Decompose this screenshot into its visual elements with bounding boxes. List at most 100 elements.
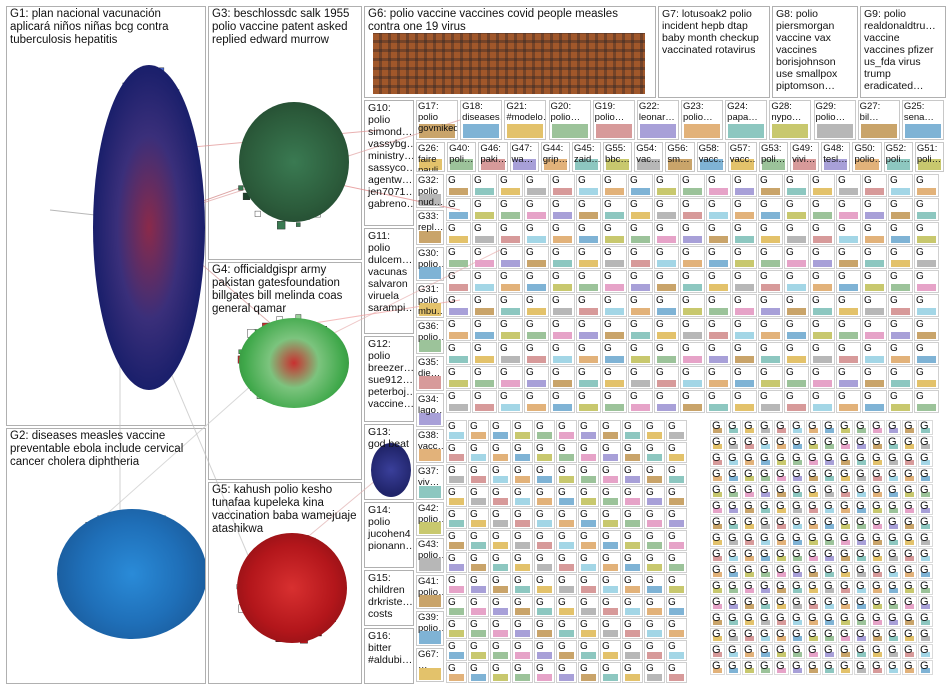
tiny-group-cell: G: [790, 484, 805, 499]
tiny-group-cell: G: [914, 174, 939, 197]
tiny-group-cell: G: [654, 222, 679, 245]
tiny-group-nodes: [841, 427, 850, 433]
tiny-group-cell: G: [550, 246, 575, 269]
tiny-group-nodes: [625, 454, 640, 461]
tiny-group-cell: G: [758, 660, 773, 675]
group-cell-nodes: [419, 558, 441, 571]
tiny-group-cell: G: [644, 442, 665, 463]
group-cell-g32: G32: polio nud…: [416, 174, 444, 209]
tiny-group-nodes: [475, 211, 494, 219]
group-cell-nodes: [816, 123, 853, 138]
tiny-group-nodes: [761, 475, 770, 481]
tiny-group-cell: G: [918, 436, 933, 451]
tiny-group-cell: G: [726, 580, 741, 595]
tiny-group-nodes: [787, 187, 806, 195]
tiny-group-nodes: [745, 619, 754, 625]
tiny-group-nodes: [857, 523, 866, 529]
tiny-group-nodes: [889, 667, 898, 673]
tiny-group-cell: G: [758, 452, 773, 467]
tiny-group-label: G: [920, 420, 929, 432]
tiny-group-cell: G: [472, 318, 497, 341]
tiny-group-label: G: [920, 532, 929, 544]
tiny-group-label: G: [470, 553, 478, 564]
group-cell-g22: G22: leonar…: [636, 100, 679, 140]
tiny-group-cell: G: [918, 644, 933, 659]
group-cell-g20: G20: polio…: [548, 100, 591, 140]
tiny-group-nodes: [813, 211, 832, 219]
tiny-group-label: G: [792, 532, 801, 544]
tiny-group-cell: G: [758, 318, 783, 341]
tiny-group-label: G: [760, 580, 769, 592]
tiny-group-nodes: [777, 603, 786, 609]
tiny-group-nodes: [713, 443, 722, 449]
tiny-group-nodes: [921, 427, 930, 433]
tiny-group-nodes: [527, 307, 546, 315]
tiny-group-cell: G: [774, 580, 789, 595]
tiny-group-nodes: [527, 283, 546, 291]
tiny-group-label: G: [580, 509, 588, 520]
tiny-group-label: G: [890, 223, 898, 234]
group-cell-g21: G21: #modelo…: [504, 100, 547, 140]
tiny-group-nodes: [825, 603, 834, 609]
tiny-group-label: G: [760, 628, 769, 640]
tiny-group-cell: G: [726, 516, 741, 531]
tiny-group-label: G: [536, 487, 544, 498]
tiny-group-label: G: [864, 367, 872, 378]
tiny-group-nodes: [515, 652, 530, 659]
tiny-group-label: G: [668, 509, 676, 520]
tiny-group-nodes: [857, 475, 866, 481]
group-cell-label: G39: polio…: [418, 612, 443, 635]
tiny-group-cell: G: [886, 644, 901, 659]
tiny-group-cell: G: [758, 468, 773, 483]
tiny-group-cell: G: [838, 516, 853, 531]
tiny-group-nodes: [787, 331, 806, 339]
tiny-group-label: G: [904, 660, 913, 672]
group-label-g3: G3: beschlossdc salk 1955 polio vaccine …: [212, 8, 353, 46]
tiny-group-label: G: [708, 319, 716, 330]
tiny-group-nodes: [515, 586, 530, 593]
tiny-group-label: G: [792, 452, 801, 464]
tiny-group-cell: G: [710, 500, 725, 515]
tiny-group-label: G: [838, 391, 846, 402]
tiny-group-label: G: [448, 465, 456, 476]
tiny-group-cell: G: [710, 468, 725, 483]
tiny-group-nodes: [603, 454, 618, 461]
tiny-group-label: G: [624, 619, 632, 630]
tiny-group-nodes: [449, 187, 468, 195]
group-panel-g16: G16: bitter #aldubi…: [364, 628, 414, 684]
tiny-group-cell: G: [806, 580, 821, 595]
tiny-group-label: G: [904, 484, 913, 496]
tiny-group-cell: G: [498, 366, 523, 389]
group-label-g10: G10: polio simond… vassybg… ministry… sa…: [368, 102, 414, 210]
tiny-group-nodes: [471, 454, 486, 461]
tiny-group-label: G: [708, 175, 716, 186]
group-cell-label: G17: polio govmiked…: [418, 101, 459, 134]
tiny-group-label: G: [602, 509, 610, 520]
tiny-group-nodes: [761, 491, 770, 497]
tiny-group-cell: G: [732, 390, 757, 413]
tiny-group-cell: G: [774, 612, 789, 627]
tiny-group-cell: G: [886, 564, 901, 579]
tiny-group-nodes: [657, 211, 676, 219]
tiny-group-label: G: [904, 420, 913, 432]
tiny-group-nodes: [813, 331, 832, 339]
tiny-group-nodes: [745, 507, 754, 513]
group-cell-nodes: [772, 123, 809, 138]
tiny-group-nodes: [777, 555, 786, 561]
tiny-group-label: G: [630, 391, 638, 402]
tiny-group-label: G: [864, 391, 872, 402]
tiny-group-label: G: [492, 553, 500, 564]
tiny-group-label: G: [920, 500, 929, 512]
tiny-group-nodes: [809, 635, 818, 641]
tiny-group-cell: G: [534, 508, 555, 529]
tiny-group-cell: G: [774, 628, 789, 643]
tiny-group-cell: G: [742, 484, 757, 499]
tiny-group-cell: G: [854, 468, 869, 483]
tiny-group-label: G: [448, 531, 456, 542]
tiny-group-cell: G: [666, 442, 687, 463]
tiny-group-nodes: [449, 476, 464, 483]
tiny-group-nodes: [865, 235, 884, 243]
tiny-group-label: G: [728, 612, 737, 624]
tiny-group-cell: G: [790, 596, 805, 611]
tiny-group-cell: G: [680, 390, 705, 413]
